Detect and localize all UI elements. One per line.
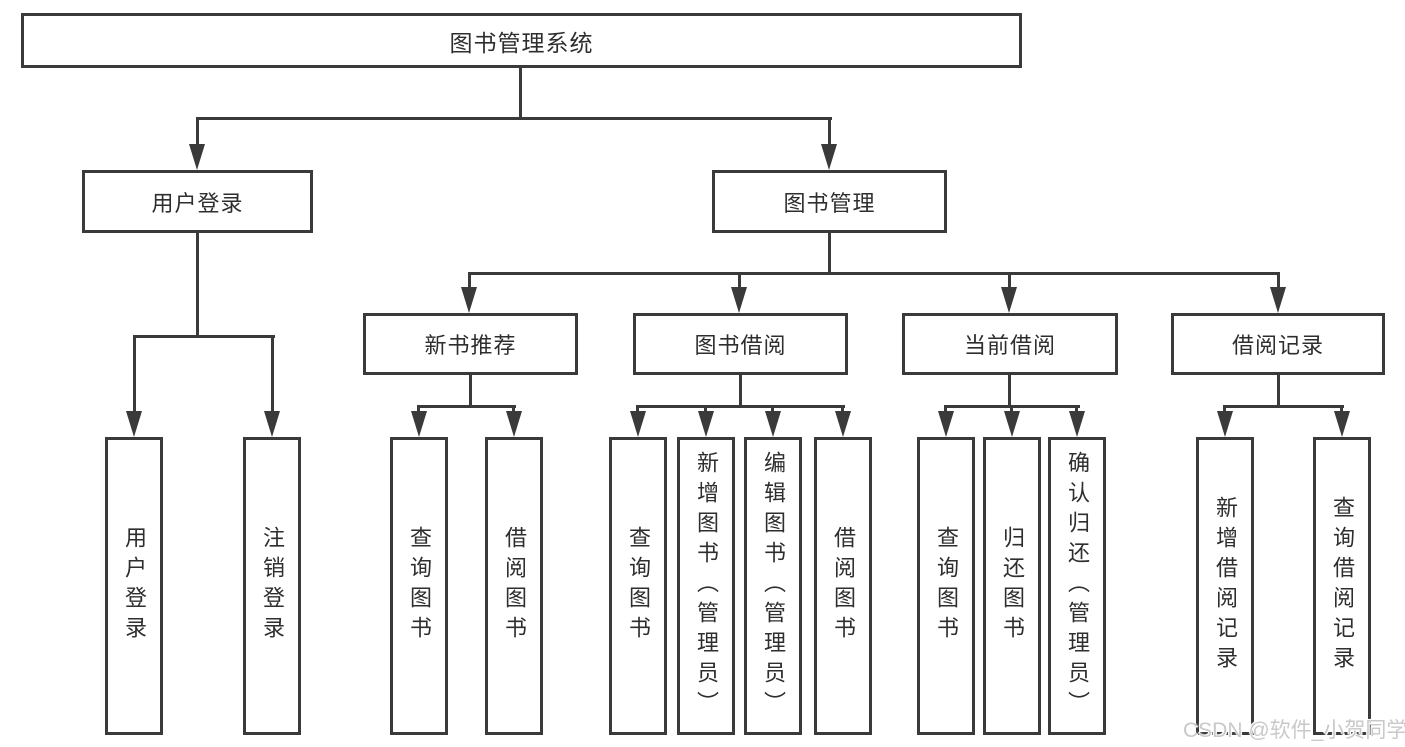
node-borrowing-records: 借阅记录 [1171,313,1385,375]
leaf-add-borrow-record: 新增借阅记录 [1196,437,1254,735]
connector-line [828,117,831,148]
connector-line [417,405,516,408]
connector-line [133,335,136,414]
arrowhead-down-icon [461,287,477,313]
connector-line [738,272,741,290]
arrowhead-down-icon [1004,411,1020,437]
connector-line [1010,405,1013,414]
leaf-borrow-books-recommend: 借阅图书 [485,437,543,735]
arrowhead-down-icon [698,411,714,437]
connector-line [271,335,274,414]
leaf-borrow-books-borrowing: 借阅图书 [814,437,872,735]
connector-line [828,233,831,275]
node-user-login: 用户登录 [82,170,313,233]
leaf-return-book: 归还图书 [983,437,1041,735]
arrowhead-down-icon [821,144,837,170]
connector-line [1008,272,1011,290]
arrowhead-down-icon [1334,411,1350,437]
connector-line [1223,405,1344,408]
leaf-add-book-admin: 新增图书（管理员） [677,437,735,735]
connector-line [841,405,844,414]
leaf-query-books-borrowing: 查询图书 [609,437,667,735]
connector-line [944,405,947,414]
connector-line [1008,375,1011,407]
connector-line [512,405,515,414]
leaf-user-login: 用户登录 [105,437,163,735]
leaf-query-books-recommend: 查询图书 [390,437,448,735]
arrowhead-down-icon [126,411,142,437]
arrowhead-down-icon [1270,287,1286,313]
connector-line [1277,375,1280,407]
arrowhead-down-icon [411,411,427,437]
arrowhead-down-icon [264,411,280,437]
arrowhead-down-icon [938,411,954,437]
connector-line [771,405,774,414]
node-library-management-system: 图书管理系统 [21,13,1022,68]
leaf-confirm-return-admin: 确认归还（管理员） [1048,437,1106,735]
connector-line [196,117,832,120]
arrowhead-down-icon [630,411,646,437]
node-new-book-recommendation: 新书推荐 [363,313,578,375]
node-book-management: 图书管理 [712,170,947,233]
connector-line [1223,405,1226,414]
connector-line [1075,405,1078,414]
connector-line [739,375,742,407]
arrowhead-down-icon [1069,411,1085,437]
connector-line [1340,405,1343,414]
connector-line [196,117,199,148]
leaf-edit-book-admin: 编辑图书（管理员） [744,437,802,735]
connector-line [468,272,1280,275]
connector-line [704,405,707,414]
connector-line [1277,272,1280,290]
arrowhead-down-icon [1001,287,1017,313]
connector-line [133,335,275,338]
arrowhead-down-icon [189,144,205,170]
arrowhead-down-icon [1217,411,1233,437]
leaf-query-borrow-record: 查询借阅记录 [1313,437,1371,735]
connector-line [196,233,199,337]
connector-line [468,272,471,290]
node-current-borrowing: 当前借阅 [902,313,1118,375]
arrowhead-down-icon [506,411,522,437]
leaf-query-books-current: 查询图书 [917,437,975,735]
csdn-watermark: CSDN @软件_小贺同学 [1183,719,1405,742]
arrowhead-down-icon [731,287,747,313]
node-book-borrowing: 图书借阅 [633,313,848,375]
connector-line [417,405,420,414]
connector-line [519,68,522,120]
arrowhead-down-icon [765,411,781,437]
arrowhead-down-icon [835,411,851,437]
connector-line [636,405,639,414]
connector-line [636,405,845,408]
connector-line [469,375,472,407]
leaf-logout: 注销登录 [243,437,301,735]
